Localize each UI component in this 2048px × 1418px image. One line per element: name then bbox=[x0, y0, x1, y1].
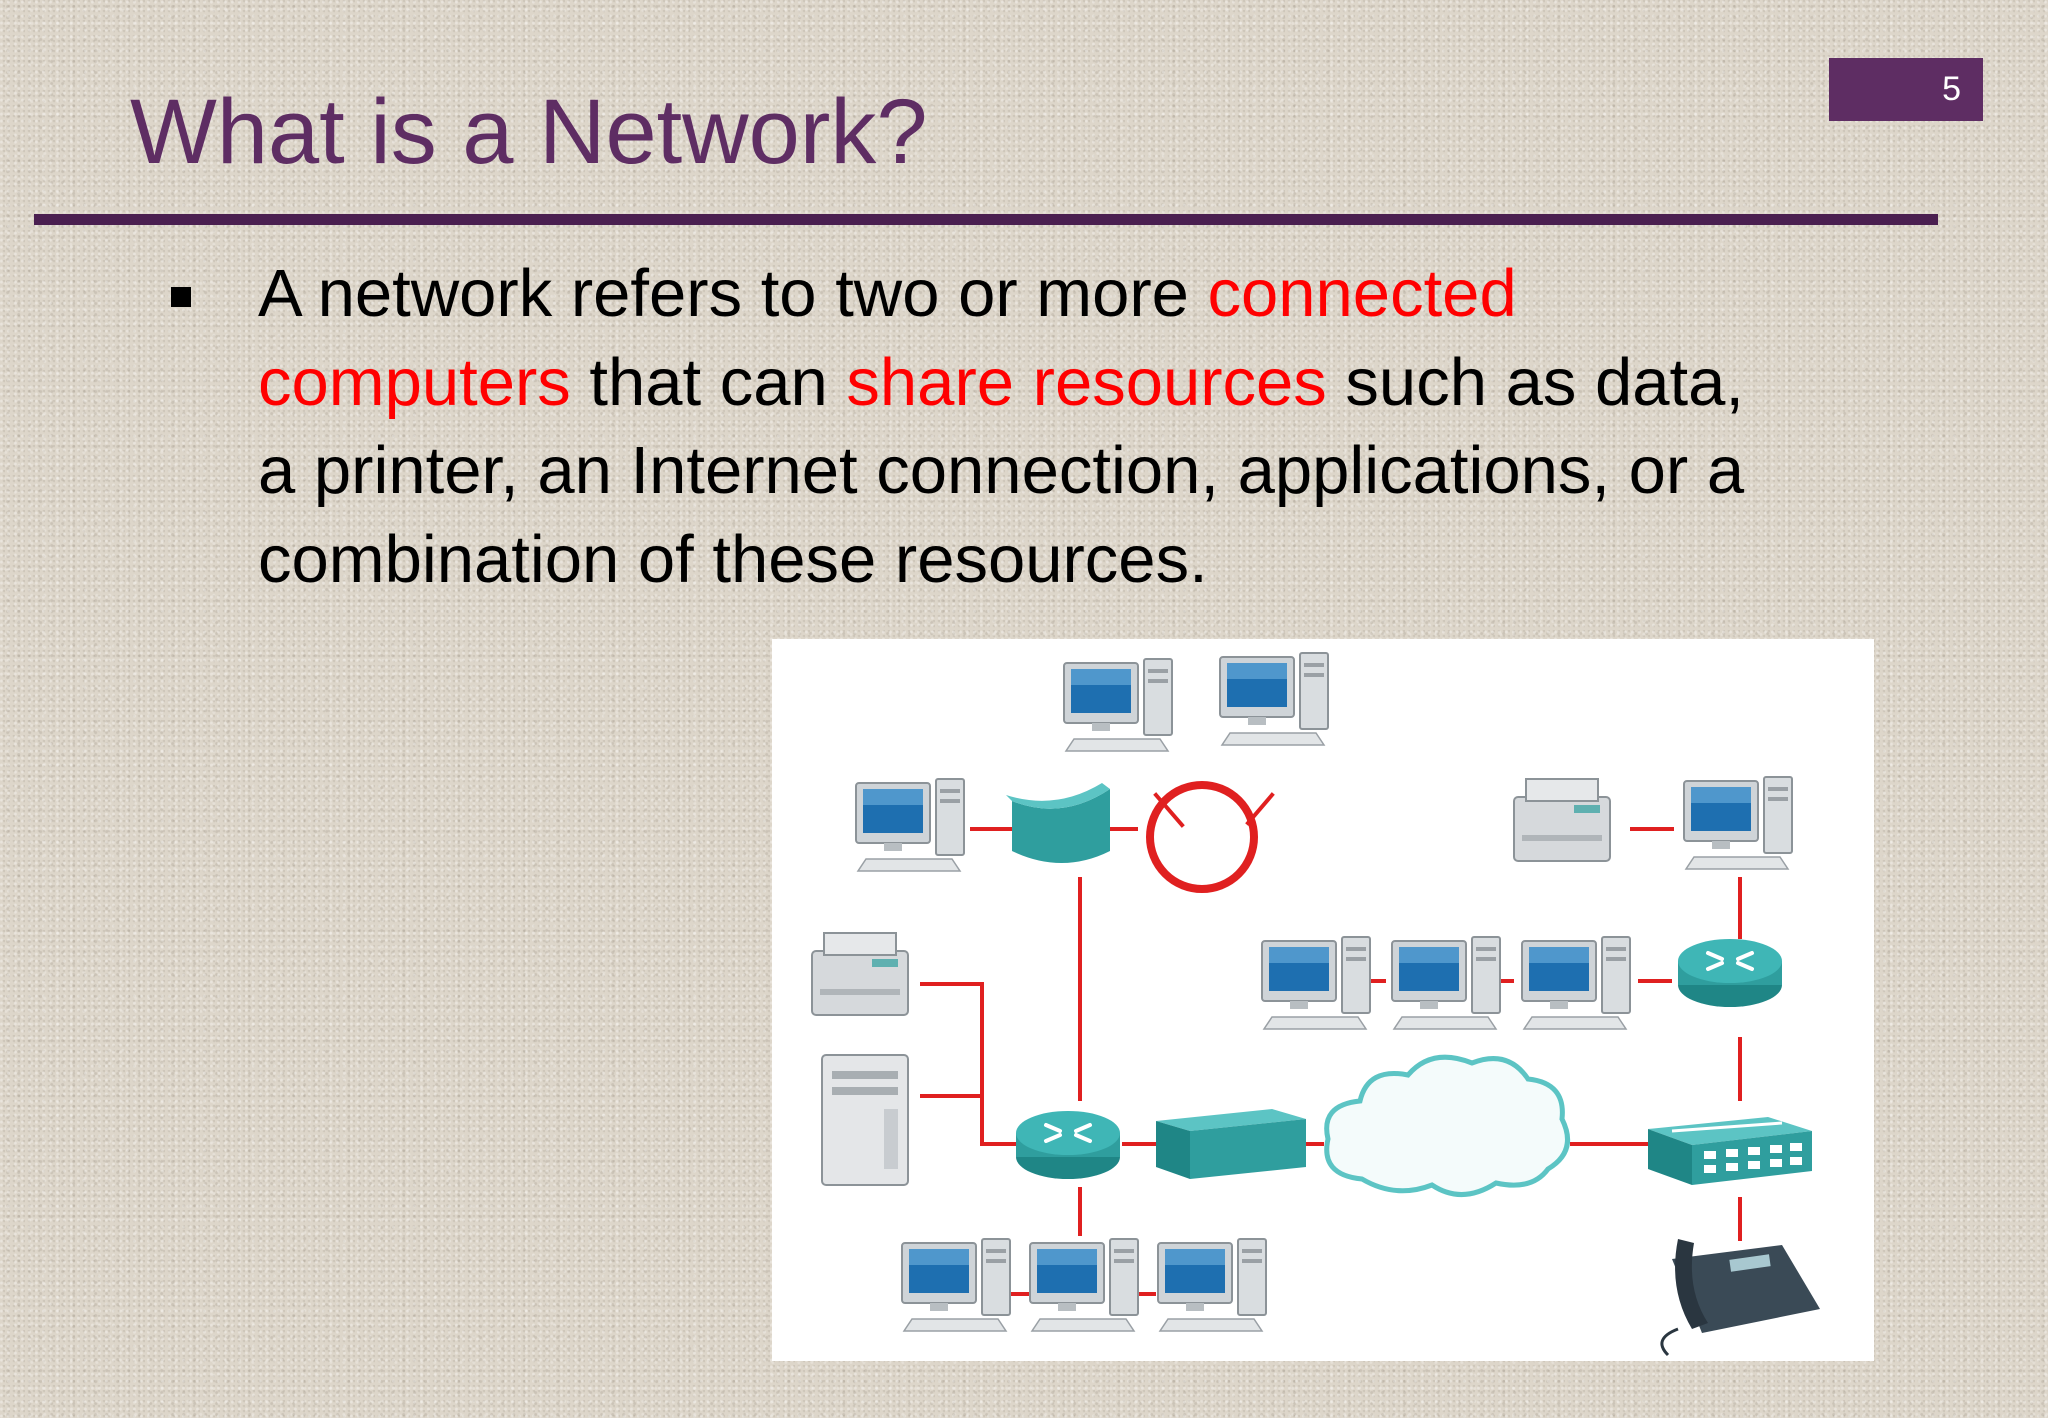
computer-icon bbox=[1219, 652, 1329, 746]
computer-icon bbox=[1157, 1238, 1267, 1332]
bridge-icon bbox=[1156, 1109, 1306, 1179]
internet-cloud-icon bbox=[1324, 1054, 1571, 1197]
server-icon bbox=[821, 1054, 909, 1186]
computer-icon bbox=[1261, 936, 1371, 1030]
printer-icon bbox=[1513, 778, 1611, 862]
computer-icon bbox=[901, 1238, 1011, 1332]
bullet-square-icon bbox=[171, 287, 191, 307]
bullet-text-part3: such as data, a printer, an Internet con… bbox=[258, 344, 1745, 597]
ring-network-icon bbox=[1146, 781, 1258, 893]
highlight-connected-computers: connected computers bbox=[258, 256, 1517, 420]
bullet-text-part1: A network refers to two or more bbox=[258, 256, 1208, 331]
bullet-text-part2: that can bbox=[570, 344, 847, 420]
computer-icon bbox=[1521, 936, 1631, 1030]
bullet-text: A network refers to two or more connecte… bbox=[258, 250, 1758, 604]
computer-icon bbox=[1063, 658, 1173, 752]
network-diagram-image bbox=[811, 652, 1820, 1357]
highlight-share-resources: share resources bbox=[846, 344, 1327, 420]
page-number-badge: 5 bbox=[1829, 58, 1983, 121]
slide-title: What is a Network? bbox=[130, 81, 928, 183]
router-icon bbox=[1014, 1109, 1122, 1181]
title-divider bbox=[34, 214, 1938, 225]
network-links bbox=[920, 792, 1742, 1296]
page-number: 5 bbox=[1942, 70, 1961, 108]
computer-icon bbox=[1683, 776, 1793, 870]
computer-icon bbox=[1029, 1238, 1139, 1332]
printer-icon bbox=[811, 932, 909, 1016]
phone-icon bbox=[1660, 1239, 1820, 1357]
computer-icon bbox=[855, 778, 965, 872]
router-icon bbox=[1676, 937, 1784, 1009]
hub-icon bbox=[1006, 783, 1110, 863]
switch-icon bbox=[1648, 1117, 1812, 1185]
computer-icon bbox=[1391, 936, 1501, 1030]
network-diagram bbox=[772, 639, 1874, 1361]
